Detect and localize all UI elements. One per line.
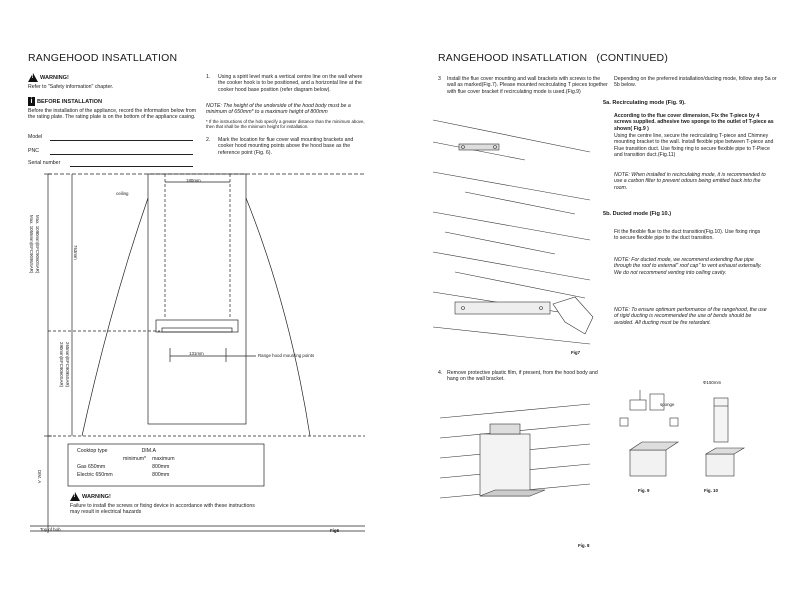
right-title-main: RANGEHOOD INSATLLATION — [438, 52, 588, 64]
before-title: BEFORE INSTALLATION — [37, 98, 103, 105]
table-head-max: maximum — [152, 456, 175, 462]
fig6-diagram — [30, 173, 365, 533]
note-5a: NOTE: When installed in recirculating mo… — [614, 172, 766, 191]
text-5a-bold: According to the flue cover dimension, F… — [614, 113, 774, 132]
pnc-field[interactable]: PNC — [28, 148, 193, 155]
note-5b-2: NOTE: To ensure optimum performance of t… — [614, 307, 767, 326]
dim-a-label: DIM. A — [37, 470, 42, 484]
heading-5b: 5b. Ducted mode (Fig 10.) — [603, 211, 672, 217]
pnc-label: PNC — [28, 148, 39, 154]
table-cell-type: Gas 650mm — [77, 464, 106, 470]
before-text: Before the installation of the appliance… — [28, 108, 197, 121]
step-2: 2. Mark the location for flue cover wall… — [206, 137, 366, 156]
dim-290-label: 290mm(EFC9060SAR) — [59, 342, 64, 388]
left-page-title: RANGEHOOD INSATLLATION — [28, 52, 178, 64]
table-head-min: minimum* — [123, 456, 147, 462]
model-field[interactable]: Model — [28, 134, 193, 141]
fig9-10-diagram — [619, 390, 746, 477]
warning-icon — [28, 73, 38, 82]
text-5a: Using the centre line, secure the recirc… — [614, 133, 774, 159]
fig10-caption: Fig. 10 — [704, 488, 718, 493]
warning-2-block: WARNING! Failure to install the screws o… — [70, 492, 255, 516]
warning-title: WARNING! — [40, 74, 69, 81]
warning-2-text: Failure to install the screws or fixing … — [70, 503, 255, 516]
table-row: Electric 650mm 800mm — [74, 471, 178, 479]
mounting-points-label: Range hood mounting points — [258, 353, 315, 358]
fig6-caption: Fig6 — [330, 528, 340, 533]
max-height-label-1: Max. 1090mm(EFC9060SAR) — [35, 215, 40, 274]
table-head-dim: DIM.A — [141, 448, 156, 454]
dim-763-label: 763mm — [73, 245, 78, 260]
heading-5a: 5a. Recirculating mode (Fig. 9). — [603, 100, 686, 106]
table-cell-type: Electric 650mm — [77, 472, 113, 478]
warning-text: Refer to "Safety information" chapter. — [28, 84, 114, 90]
dim-180-label: 180mm — [186, 178, 201, 183]
warning-icon — [70, 492, 80, 501]
note-1: NOTE: The height of the underside of the… — [206, 103, 351, 116]
info-icon: i — [28, 97, 35, 106]
fig7-caption: Fig7 — [571, 350, 581, 355]
note-5b-1: NOTE: For ducted mode, we recommend exte… — [614, 257, 762, 276]
serial-field[interactable]: Serial number — [28, 160, 193, 167]
fig7-diagram — [432, 119, 594, 345]
warning-block: WARNING! Refer to "Safety information" c… — [28, 73, 198, 90]
step-4: 4. Remove protective plastic film, if pr… — [438, 370, 608, 383]
step-1: 1. Using a spirit level mark a vertical … — [206, 74, 366, 93]
right-page-title: RANGEHOOD INSATLLATION (CONTINUED) — [438, 52, 668, 64]
fig8-diagram — [440, 403, 591, 499]
table-cell-max: 800mm — [152, 464, 170, 470]
warning-2-title: WARNING! — [82, 493, 111, 500]
step-4-text: Remove protective plastic film, if prese… — [447, 370, 598, 383]
max-height-label-2: Max. 1055mm(EFC9095SAR) — [29, 215, 34, 274]
top-of-hob-label: Top of hob — [40, 527, 61, 532]
table-row: Gas 650mm 800mm — [74, 463, 178, 471]
dim-131-label: 131mm — [189, 351, 204, 356]
fig8-caption: Fig. 8 — [578, 543, 590, 548]
note-1-small: * If the instructions of the hob specify… — [206, 119, 365, 130]
right-title-continued: (CONTINUED) — [596, 52, 669, 64]
dimension-table: Cooktop type DIM.A minimum* maximum Gas … — [74, 447, 178, 479]
step-3-text: Install the flue cover mounting and wall… — [447, 76, 608, 95]
model-label: Model — [28, 134, 43, 140]
step-3: 3 Install the flue cover mounting and wa… — [438, 76, 608, 95]
ceiling-label: ceiling — [116, 191, 129, 196]
table-cell-max: 800mm — [152, 472, 170, 478]
step-2-text: Mark the location for flue cover wall mo… — [218, 137, 354, 156]
text-5b: Fit the flexible flue to the duct transi… — [614, 229, 761, 242]
sponge-label: sponge — [660, 402, 675, 407]
serial-label: Serial number — [28, 160, 61, 166]
depending-text: Depending on the preferred installation/… — [614, 76, 777, 89]
table-head-cooktop: Cooktop type — [77, 448, 108, 454]
step-1-text: Using a spirit level mark a vertical cen… — [218, 74, 363, 93]
dim-150-label: Φ150mm — [703, 380, 722, 385]
fig9-caption: Fig. 9 — [638, 488, 650, 493]
dim-265-label: 265mm(EFC9095SAR) — [65, 342, 70, 388]
